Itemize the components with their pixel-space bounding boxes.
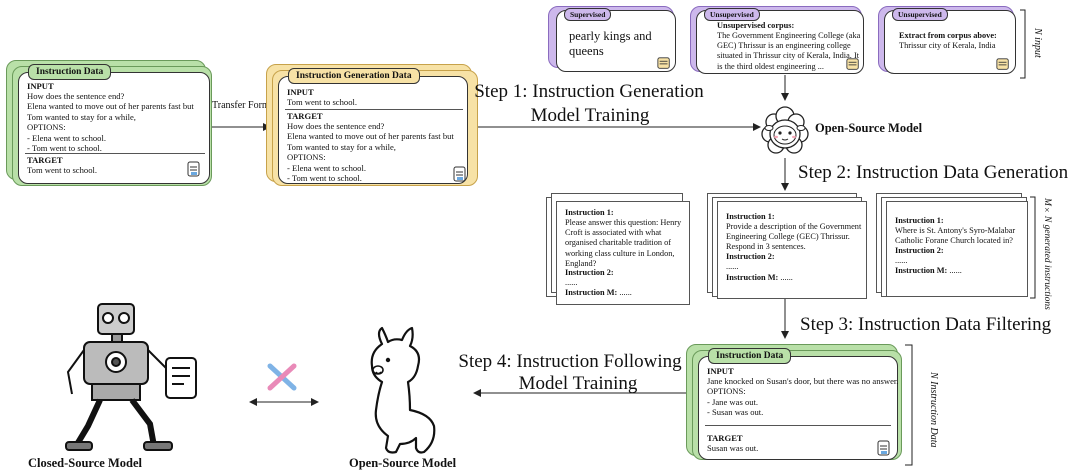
- left-card-tab: Instruction Data: [28, 64, 112, 80]
- doc3-im-dots: ......: [949, 266, 962, 275]
- doc3-instruction-m: Instruction M:: [895, 266, 948, 275]
- extract-text: Thrissur city of Kerala, India: [899, 41, 996, 50]
- doc2-im-dots: ......: [780, 273, 793, 282]
- doc1-instruction-m: Instruction M:: [565, 288, 618, 297]
- doc3-instruction1: Instruction 1:: [895, 216, 944, 225]
- doc3-question: Where is St. Antony's Syro-Malabar Catho…: [895, 226, 1016, 246]
- step4-label-line2: Model Training: [518, 373, 638, 394]
- notepad-icon: [187, 161, 200, 177]
- n-instruction-bracket: [905, 344, 913, 466]
- doc1-dots: ......: [565, 278, 578, 287]
- doc2-instruction1: Instruction 1:: [726, 212, 775, 221]
- doc1-im-dots: ......: [619, 288, 632, 297]
- gen-input-text: Tom went to school.: [287, 97, 358, 107]
- left-instruction-card: INPUT How does the sentence end? Elena w…: [18, 72, 210, 184]
- n-input-bracket: [1020, 9, 1026, 79]
- doc2-instruction-m: Instruction M:: [726, 273, 779, 282]
- alpaca-icon: [370, 326, 436, 454]
- doc1-instruction2: Instruction 2:: [565, 268, 614, 277]
- left-divider: [25, 153, 205, 154]
- final-divider: [705, 425, 891, 426]
- gen-instruction-card: INPUT Tom went to school. TARGET How doe…: [278, 76, 468, 184]
- unsupervised-tag-2: Unsupervised: [892, 8, 948, 21]
- step4-label-line1: Step 4: Instruction Following: [458, 351, 682, 372]
- crossed-swords-icon: [267, 363, 297, 391]
- doc1-question: Please answer this question: Henry Croft…: [565, 218, 682, 268]
- note-icon: [657, 57, 670, 69]
- doc2-dots: ......: [726, 262, 739, 271]
- mn-bracket: [1030, 196, 1036, 299]
- left-target-text: Tom went to school.: [27, 165, 98, 175]
- note-icon: [996, 58, 1009, 70]
- final-card-tab: Instruction Data: [708, 348, 792, 364]
- note-icon: [846, 58, 859, 70]
- supervised-tag: Supervised: [564, 8, 612, 21]
- robot-icon: [65, 303, 197, 451]
- left-input-label: INPUT: [27, 81, 54, 91]
- step1-label-line1: Step 1: Instruction Generation: [474, 81, 704, 102]
- step1-label-line2: Model Training: [530, 105, 650, 126]
- notepad-icon: [453, 166, 466, 182]
- final-instruction-card: INPUT Jane knocked on Susan's door, but …: [698, 356, 898, 460]
- generated-instructions-doc-3: Instruction 1: Where is St. Antony's Syr…: [886, 201, 1028, 297]
- transfer-format-label: Transfer Format: [212, 100, 277, 111]
- gen-target-label: TARGET: [287, 111, 323, 121]
- mn-generated-label: M×N generated instructions: [1042, 198, 1052, 310]
- doc2-question: Provide a description of the Government …: [726, 222, 862, 252]
- n-instruction-data-label: N Instruction Data: [928, 372, 939, 448]
- extract-title: Extract from corpus above:: [899, 31, 997, 40]
- left-target-label: TARGET: [27, 155, 63, 165]
- step3-label: Step 3: Instruction Data Filtering: [800, 314, 1052, 335]
- final-target-label: TARGET: [707, 433, 743, 443]
- generated-instructions-doc-2: Instruction 1: Provide a description of …: [717, 201, 867, 299]
- open-source-model-label-top: Open-Source Model: [815, 121, 923, 135]
- step2-label: Step 2: Instruction Data Generation: [798, 162, 1069, 183]
- notepad-icon: [877, 440, 890, 456]
- gen-input-label: INPUT: [287, 87, 314, 97]
- generated-instructions-doc-1: Instruction 1: Please answer this questi…: [556, 201, 690, 305]
- doc1-instruction1: Instruction 1:: [565, 208, 614, 217]
- left-input-text: How does the sentence end? Elena wanted …: [27, 91, 194, 154]
- sheep-icon: [761, 106, 809, 154]
- gen-card-tab: Instruction Generation Data: [288, 68, 420, 84]
- doc3-dots: ......: [895, 256, 908, 265]
- extract-card: Extract from corpus above: Thrissur city…: [884, 10, 1016, 74]
- corpus-title: Unsupervised corpus:: [717, 21, 795, 30]
- gen-divider: [285, 109, 463, 110]
- supervised-input-text: pearly kings and queens: [569, 29, 652, 58]
- doc2-instruction2: Instruction 2:: [726, 252, 775, 261]
- final-input-text: Jane knocked on Susan's door, but there …: [707, 376, 899, 418]
- doc3-instruction2: Instruction 2:: [895, 246, 944, 255]
- final-target-text: Susan was out.: [707, 443, 759, 453]
- corpus-text: The Government Engineering College (aka …: [717, 31, 861, 71]
- open-source-model-label-bottom: Open-Source Model: [349, 456, 457, 470]
- gen-target-text: How does the sentence end? Elena wanted …: [287, 121, 454, 184]
- final-input-label: INPUT: [707, 366, 734, 376]
- unsupervised-tag-1: Unsupervised: [704, 8, 760, 21]
- n-input-label: N input: [1032, 28, 1043, 58]
- closed-source-model-label: Closed-Source Model: [28, 456, 142, 470]
